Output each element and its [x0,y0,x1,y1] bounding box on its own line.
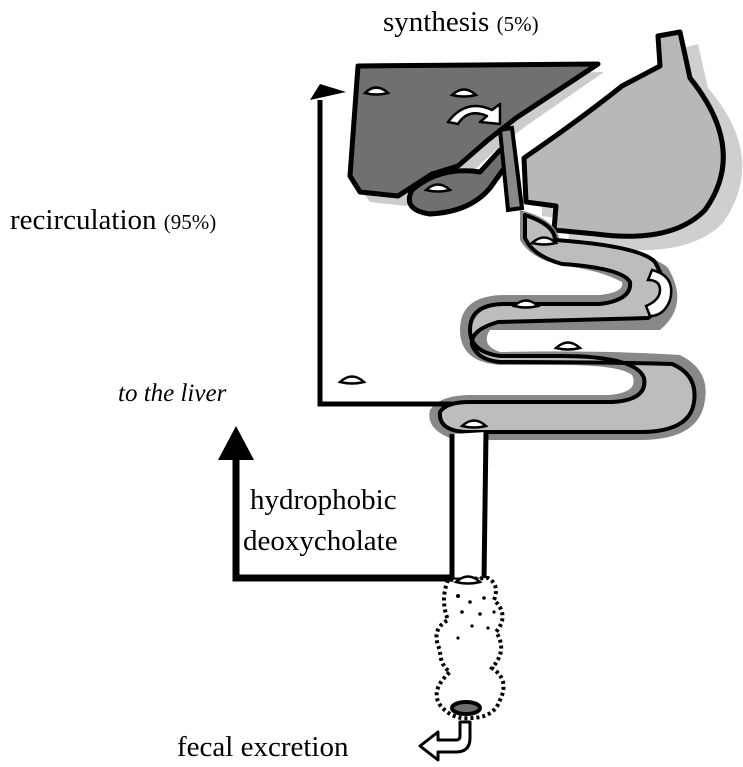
deoxycholate-arrow [236,458,452,578]
bile-acid-marker [340,377,364,384]
hydrophobic-label: hydrophobic [250,484,397,517]
small-intestine [429,210,705,580]
recirculation-arrowhead [310,84,346,100]
anus-icon [452,702,480,714]
colon-tube [452,432,486,580]
bile-duct [500,128,522,210]
recirculation-label: recirculation (95%) [10,204,216,237]
colon [436,578,503,718]
synthesis-percent: (5%) [497,12,539,36]
recirculation-text: recirculation [10,204,157,236]
synthesis-label: synthesis (5%) [383,6,539,39]
deoxycholate-arrowhead [218,426,254,460]
recirculation-percent: (95%) [164,210,216,234]
to-liver-label: to the liver [118,380,226,408]
synthesis-text: synthesis [383,6,489,38]
fecal-excretion-label: fecal excretion [177,731,348,764]
fecal-excretion-arrow [420,722,470,760]
bile-acid-marker [556,343,580,350]
deoxycholate-label: deoxycholate [243,525,398,558]
